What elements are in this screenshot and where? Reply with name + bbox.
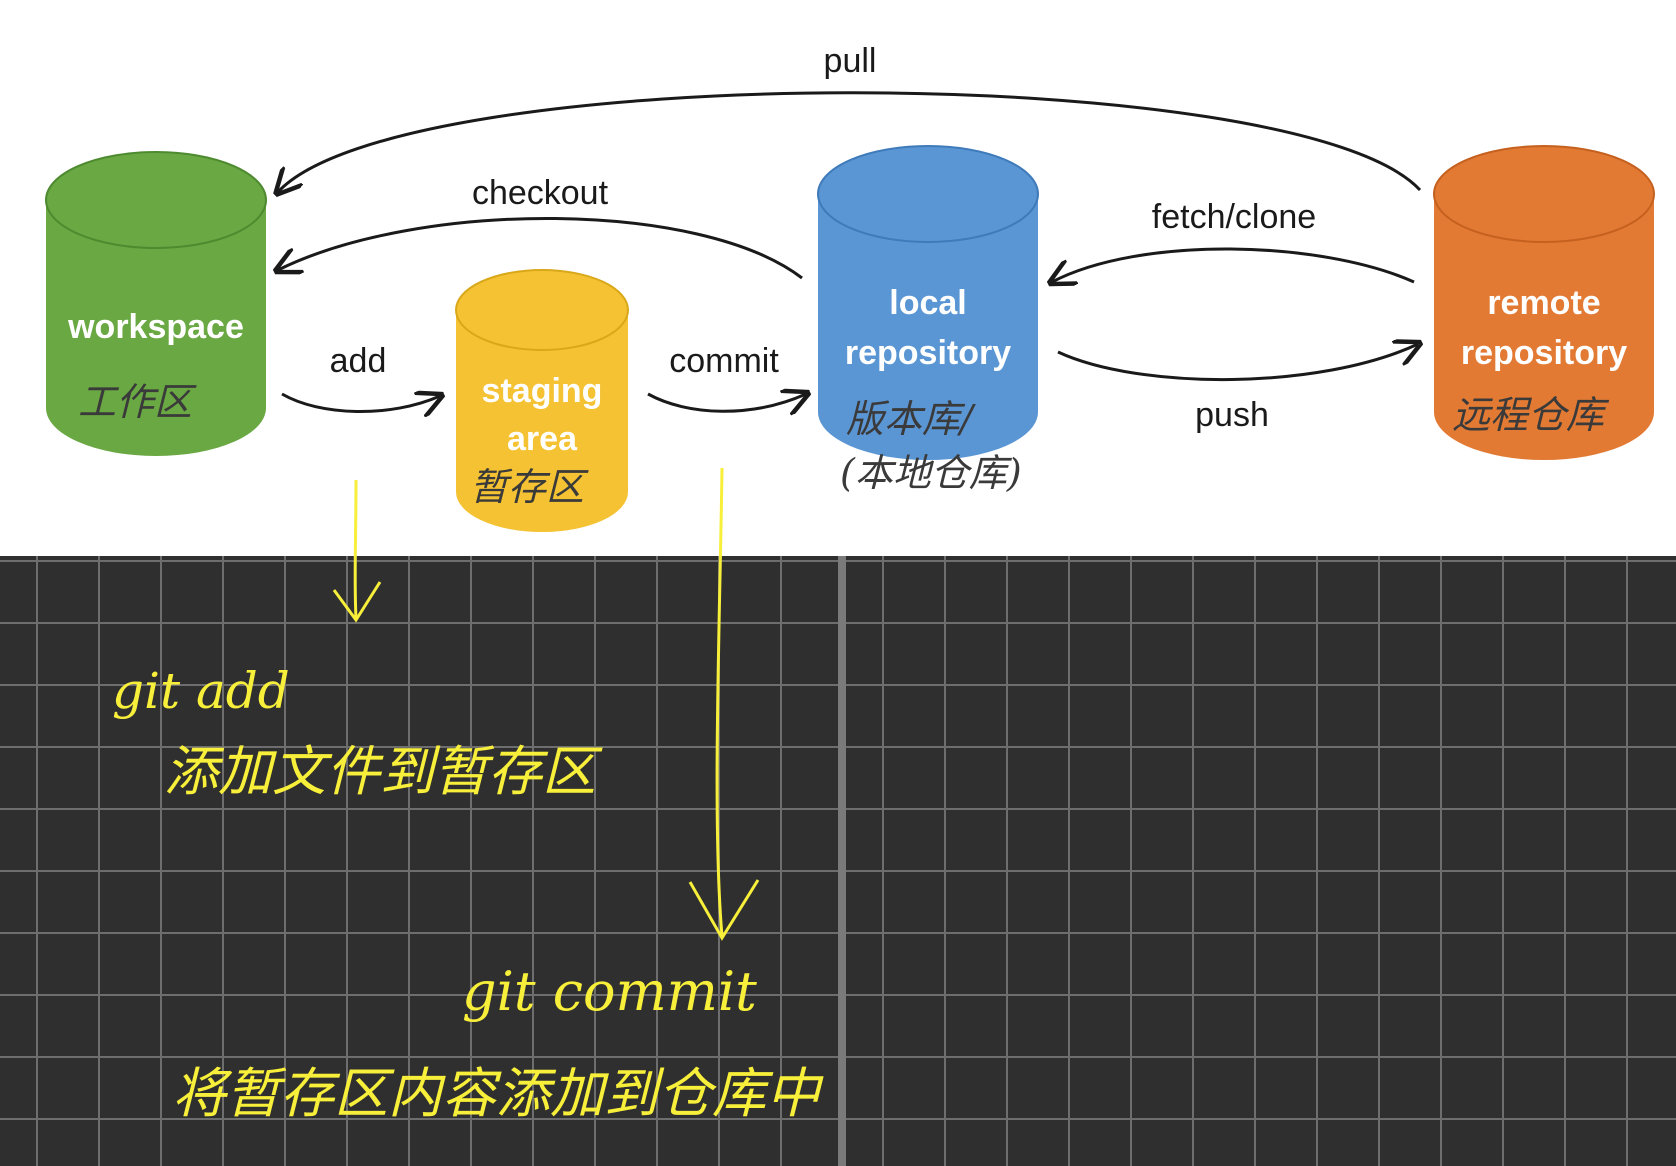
workspace-label: workspace <box>67 308 244 346</box>
fetch-clone-arrow <box>1052 247 1415 282</box>
git-add-description: 添加文件到暂存区 <box>164 740 603 803</box>
workspace-note: 工作区 <box>78 380 197 424</box>
git-add-pointer-line <box>353 479 358 619</box>
staging-note: 暂存区 <box>470 465 589 509</box>
remote-repository-cylinder: remote repository 远程仓库 <box>1433 145 1655 460</box>
push-arrow <box>1057 344 1418 381</box>
grid-board-right <box>846 556 1676 1166</box>
grid-board-left <box>0 556 838 1166</box>
git-commit-description: 将暂存区内容添加到仓库中 <box>172 1062 824 1125</box>
git-add-pointer-head <box>332 581 382 623</box>
add-label: add <box>330 342 387 380</box>
remote-label-line2: repository <box>1461 334 1627 372</box>
checkout-arrow <box>278 217 803 280</box>
remote-label-line1: remote <box>1487 284 1600 322</box>
git-add-command: git add <box>112 662 290 720</box>
push-label: push <box>1195 396 1269 434</box>
local-repository-cylinder: local repository 版本库/ (本地仓库) <box>817 145 1039 495</box>
git-commit-pointer-head <box>688 879 760 941</box>
pull-label: pull <box>824 42 877 80</box>
local-note-line2: (本地仓库) <box>840 451 1022 495</box>
git-commit-pointer-line <box>715 467 724 937</box>
commit-label: commit <box>669 342 779 380</box>
git-commit-annotation: git commit 将暂存区内容添加到仓库中 <box>172 467 824 1125</box>
panel-divider <box>838 556 846 1166</box>
workspace-cylinder: workspace 工作区 <box>45 151 267 456</box>
local-label-line2: repository <box>845 334 1011 372</box>
staging-label-line2: area <box>507 420 578 458</box>
local-label-line1: local <box>889 284 966 322</box>
git-add-annotation: git add 添加文件到暂存区 <box>112 479 603 803</box>
fetch-clone-label: fetch/clone <box>1152 198 1316 236</box>
local-note-line1: 版本库/ <box>846 397 976 441</box>
commit-arrow <box>647 394 806 411</box>
staging-label-line1: staging <box>482 372 603 410</box>
add-arrow <box>281 394 440 412</box>
git-commit-command: git commit <box>462 960 757 1023</box>
remote-note: 远程仓库 <box>1452 393 1610 437</box>
checkout-label: checkout <box>472 174 609 212</box>
pull-arrow <box>278 91 1422 192</box>
staging-cylinder: staging area 暂存区 <box>455 269 629 532</box>
